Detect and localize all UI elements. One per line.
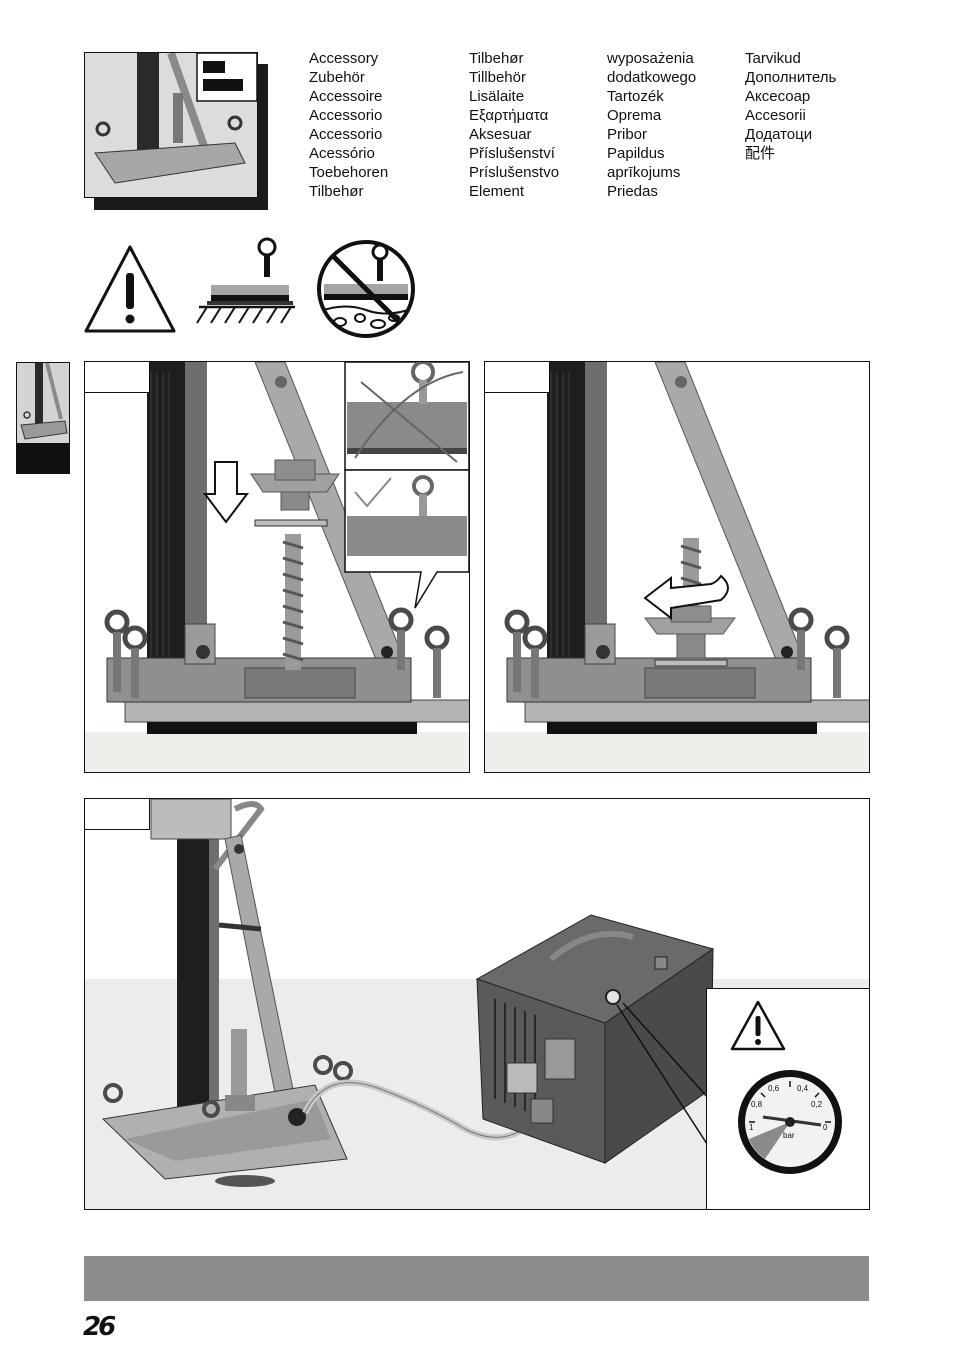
label: Lisälaite — [469, 88, 525, 105]
footer-bar — [84, 1256, 869, 1301]
label: Toebehoren — [309, 164, 389, 181]
pressure-gauge-inset: 0,6 0,4 0,8 0,2 1 0 bar — [706, 988, 870, 1210]
label: Accessorio — [309, 107, 383, 124]
label: Accessory — [309, 50, 379, 67]
label: aprīkojums — [607, 164, 681, 181]
pressure-gauge: 0,6 0,4 0,8 0,2 1 0 bar — [735, 1067, 845, 1177]
label: Príslušenstvo — [469, 164, 560, 181]
warning-triangle-icon — [82, 243, 178, 337]
label: Papildus — [607, 145, 665, 162]
gauge-tick-label: 0,2 — [811, 1100, 823, 1109]
gauge-tick-label: 0 — [823, 1123, 828, 1132]
label: Tartozék — [607, 88, 664, 105]
accessory-labels-column-2: Tilbehør Tillbehör Lisälaite Εξαρτήματα … — [469, 49, 559, 201]
label: Tilbehør — [309, 183, 364, 200]
label: Příslušenství — [469, 145, 555, 162]
panel-label-box — [85, 362, 150, 393]
label: Аксесоар — [745, 88, 811, 105]
label: Accessorio — [309, 126, 383, 143]
warning-triangle-icon — [729, 999, 787, 1053]
gauge-tick-label: 1 — [749, 1123, 754, 1132]
accessory-labels-column-1: Accessory Zubehör Accessoire Accessorio … — [309, 49, 388, 201]
accessory-labels-column-4: Tarvikud Дополнитель Аксесоар Accesorii … — [745, 49, 836, 163]
no-uneven-surface-icon — [314, 238, 418, 340]
gauge-tick-label: 0,4 — [797, 1084, 809, 1093]
label: 配件 — [745, 145, 776, 162]
label: Tilbehør — [469, 50, 524, 67]
label: wyposażenia — [607, 50, 694, 67]
label: Oprema — [607, 107, 662, 124]
label: Accesorii — [745, 107, 806, 124]
label: Accessoire — [309, 88, 383, 105]
label: Tarvikud — [745, 50, 801, 67]
illustration-panel-2 — [484, 361, 870, 773]
page-number: 26 — [83, 1312, 116, 1342]
flat-surface-icon — [193, 235, 297, 327]
label: Додатоци — [745, 126, 813, 143]
section-side-tab — [16, 362, 70, 474]
panel-label-box — [485, 362, 550, 393]
gauge-tick-label: 0,6 — [768, 1084, 780, 1093]
label: Дополнитель — [745, 69, 837, 86]
illustration-panel-1 — [84, 361, 470, 773]
label: dodatkowego — [607, 69, 697, 86]
label: Element — [469, 183, 525, 200]
gauge-unit-label: bar — [783, 1131, 795, 1140]
label: Tillbehör — [469, 69, 526, 86]
gauge-tick-label: 0,8 — [751, 1100, 763, 1109]
label: Acessório — [309, 145, 375, 162]
label: Zubehör — [309, 69, 365, 86]
panel-label-box — [85, 799, 150, 830]
side-tab-black-band — [17, 443, 69, 473]
label: Εξαρτήματα — [469, 107, 549, 124]
illustration-panel-3 — [84, 798, 870, 1210]
label: Aksesuar — [469, 126, 532, 143]
accessory-thumbnail — [84, 52, 258, 198]
label: Pribor — [607, 126, 648, 143]
label: Priedas — [607, 183, 658, 200]
accessory-labels-column-3: wyposażenia dodatkowego Tartozék Oprema … — [607, 49, 696, 201]
